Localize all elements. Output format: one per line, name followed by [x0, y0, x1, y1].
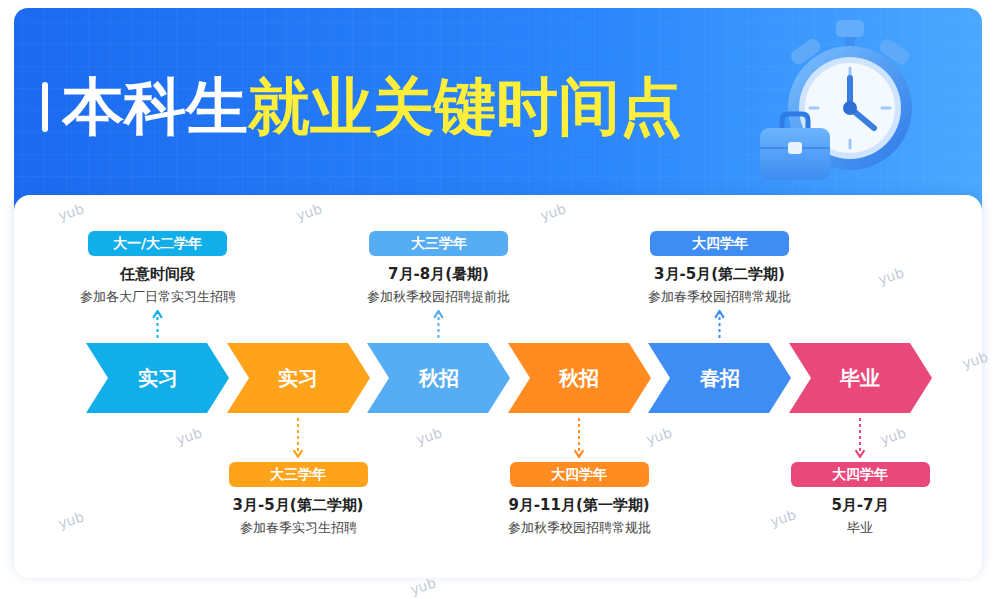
timeline-callout: 大四学年 9月-11月(第一学期) 参加秋季校园招聘常规批	[508, 462, 651, 537]
description-text: 毕业	[791, 519, 930, 537]
chevron-step: 秋招	[508, 343, 651, 413]
content-card	[14, 195, 982, 578]
briefcase-icon	[760, 114, 830, 180]
period-text: 5月-7月	[791, 495, 930, 515]
timeline-callout: 大三学年 3月-5月(第二学期) 参加春季实习生招聘	[229, 462, 368, 537]
chevron-step: 实习	[86, 343, 229, 413]
period-text: 3月-5月(第二学期)	[648, 264, 791, 284]
timeline-callout: 大三学年 7月-8月(暑期) 参加秋季校园招聘提前批	[367, 231, 510, 306]
chevron-fill	[789, 343, 932, 413]
step-label: 实习	[278, 365, 318, 392]
step-label: 春招	[700, 365, 740, 392]
timeline-callout: 大四学年 3月-5月(第二学期) 参加春季校园招聘常规批	[648, 231, 791, 306]
period-text: 9月-11月(第一学期)	[508, 495, 651, 515]
step-label: 实习	[138, 365, 178, 392]
description-text: 参加春季校园招聘常规批	[648, 288, 791, 306]
chevron-fill	[367, 343, 510, 413]
timeline-callout: 大一/大二学年任意时间段参加各大厂日常实习生招聘	[80, 231, 236, 306]
year-badge: 大三学年	[229, 462, 368, 487]
chevron-step: 实习	[227, 343, 370, 413]
dotted-arrow	[578, 418, 580, 457]
step-label: 秋招	[559, 365, 599, 392]
chevron-fill	[227, 343, 370, 413]
description-text: 参加秋季校园招聘提前批	[367, 288, 510, 306]
description-text: 参加各大厂日常实习生招聘	[80, 288, 236, 306]
page-title: 本科生就业关键时间点	[62, 70, 682, 144]
period-text: 任意时间段	[80, 264, 236, 284]
timeline-callout: 大四学年 5月-7月毕业	[791, 462, 930, 537]
period-text: 3月-5月(第二学期)	[229, 495, 368, 515]
dotted-arrow	[438, 311, 440, 338]
chevron-fill	[86, 343, 229, 413]
year-badge: 大四学年	[791, 462, 930, 487]
dotted-arrow	[297, 418, 299, 457]
step-label: 秋招	[419, 365, 459, 392]
chevron-fill	[648, 343, 791, 413]
chevron-step: 春招	[648, 343, 791, 413]
chevron-step: 毕业	[789, 343, 932, 413]
description-text: 参加秋季校园招聘常规批	[508, 519, 651, 537]
step-label: 毕业	[840, 365, 880, 392]
description-text: 参加春季实习生招聘	[229, 519, 368, 537]
period-text: 7月-8月(暑期)	[367, 264, 510, 284]
chevron-fill	[508, 343, 651, 413]
dotted-arrow	[157, 311, 159, 338]
chevron-step: 秋招	[367, 343, 510, 413]
year-badge: 大一/大二学年	[88, 231, 227, 256]
year-badge: 大四学年	[510, 462, 649, 487]
year-badge: 大三学年	[369, 231, 508, 256]
year-badge: 大四学年	[650, 231, 789, 256]
title-bar	[42, 82, 48, 132]
dotted-arrow	[859, 418, 861, 457]
dotted-arrow	[719, 311, 721, 338]
